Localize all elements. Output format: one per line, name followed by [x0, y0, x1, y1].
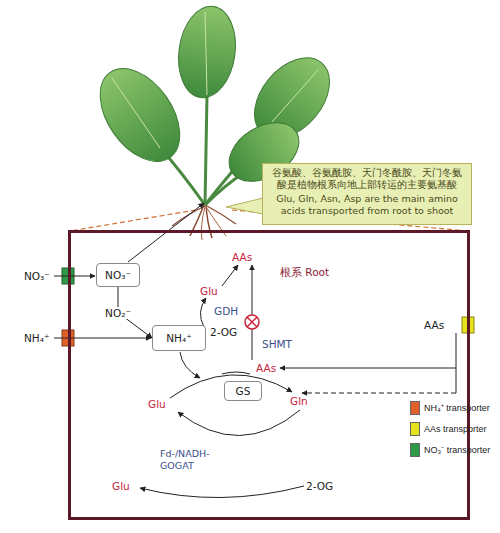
amino-acid-label: AAs — [232, 251, 252, 263]
enzyme-label: Fd-/NADH- GOGAT — [160, 448, 220, 472]
cycle-arrow — [178, 410, 300, 436]
region-label: 根系 Root — [280, 266, 329, 280]
legend-swatch — [410, 422, 420, 436]
plant-root — [206, 205, 212, 238]
ion-box: NH₄⁺ — [152, 325, 206, 351]
compound-label: 2-OG — [210, 326, 237, 338]
plant-root — [172, 206, 205, 226]
plant-leaf — [84, 54, 196, 176]
leaf-vein — [272, 70, 318, 122]
ion-label: NO₃⁻ — [24, 270, 50, 282]
ion-label: NH₄⁺ — [24, 332, 50, 344]
amino-acid-label: Gln — [290, 395, 308, 407]
amino-acid-label: Glu — [148, 398, 166, 410]
flow-line — [222, 372, 250, 374]
enzyme-label: SHMT — [262, 338, 292, 350]
box-label: GS — [236, 385, 251, 397]
plant-leaf — [173, 3, 241, 102]
enzyme-label: GDH — [214, 305, 238, 317]
cycle-arrow — [140, 486, 304, 498]
box-label: NO₃⁻ — [105, 269, 131, 281]
legend-swatch — [410, 443, 420, 457]
legend-text: NO₃⁻ transporter — [424, 443, 490, 457]
callout-text: 谷氨酸、谷氨酰胺、天门冬酰胺、天门冬氨酸是植物根系向地上部转运的主要氨基酸 — [268, 167, 466, 191]
leaf-vein — [112, 78, 160, 148]
compound-label: 2-OG — [306, 480, 333, 492]
dashed-arrow — [302, 393, 456, 394]
box-label: NH₄⁺ — [166, 332, 192, 344]
inhibit-mark — [245, 315, 259, 329]
plant-petiole — [205, 95, 207, 205]
connector-label: NO₂⁻ — [104, 307, 132, 319]
legend-text: AAs transporter — [424, 422, 487, 436]
ion-box: NO₃⁻ — [96, 263, 140, 287]
callout-box: 谷氨酸、谷氨酰胺、天门冬酰胺、天门冬氨酸是植物根系向地上部转运的主要氨基酸Glu… — [262, 163, 472, 225]
inhibit-mark — [247, 317, 257, 327]
flow-arrow — [252, 265, 253, 360]
amino-acid-label: AAs — [256, 362, 276, 374]
flow-line — [456, 333, 457, 393]
amino-acid-label: Glu — [200, 285, 218, 297]
plant-root — [201, 207, 205, 240]
callout-text: Glu, Gln, Asn, Asp are the main amino ac… — [268, 193, 466, 217]
flow-arrow — [280, 368, 456, 369]
enzyme-box: GS — [224, 381, 262, 401]
gdh-arrow — [200, 298, 206, 327]
uptake-arrow — [54, 276, 95, 277]
legend-swatch — [410, 401, 420, 415]
zoom-line — [70, 210, 196, 231]
root-region: 根系 Root NO₃⁻ NH₄⁺ GS — [68, 230, 470, 520]
amino-acid-label: AAs — [424, 319, 444, 331]
legend-text: NH₄⁺ transporter — [424, 401, 490, 415]
flow-arrow — [222, 265, 238, 286]
leaf-vein — [205, 12, 207, 95]
callout-pointer — [226, 198, 263, 214]
flow-arrow — [180, 352, 200, 378]
amino-acid-label: Glu — [112, 480, 130, 492]
